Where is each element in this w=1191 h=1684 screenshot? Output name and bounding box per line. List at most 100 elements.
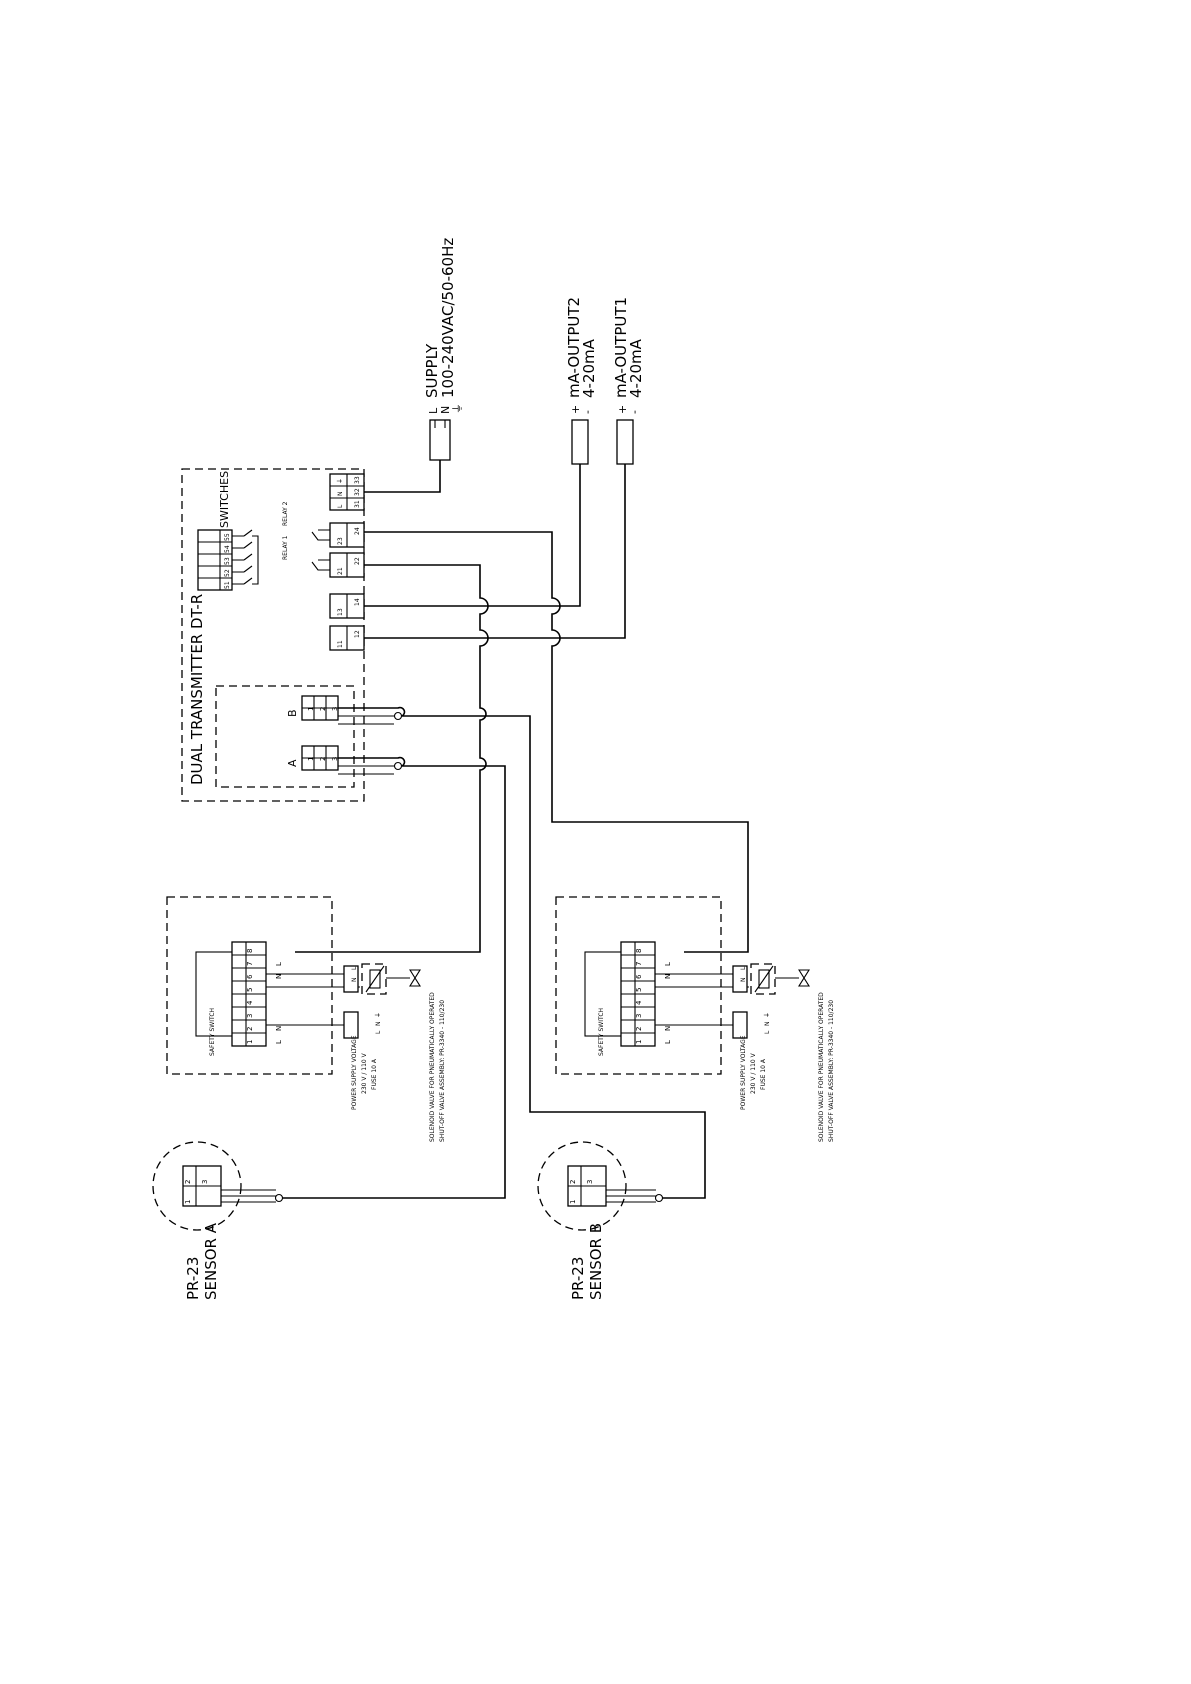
terminal-22: 22: [354, 557, 361, 565]
input-a-terminal-block: 1 2 3 A: [286, 745, 339, 771]
sensor-a-term-1: 1: [184, 1200, 192, 1204]
box-b-valve-term-earth: ⏚: [764, 1012, 771, 1018]
terminal-block-13-14: 13 14: [329, 593, 365, 619]
box-a-term-4: 4: [246, 1000, 254, 1005]
box-a-valve-in-n: N: [351, 978, 358, 983]
terminal-33: 33: [354, 476, 361, 484]
box-b-power-supply-fuse: FUSE 10 A: [760, 1058, 767, 1090]
box-a-solenoid-title: SOLENOID VALVE FOR PNEUMATICALLY OPERATE…: [429, 992, 436, 1142]
supply-cable-gland: [429, 419, 451, 461]
output1-range: 4-20mA: [627, 338, 645, 398]
output2-cable: + - mA-OUTPUT2 4-20mA: [364, 297, 598, 607]
box-b-label-n1: N: [664, 1026, 672, 1031]
sensor-a-model: PR-23: [184, 1257, 202, 1300]
supply-line-earth: ⏚: [451, 403, 464, 414]
relay-contacts: RELAY 1 RELAY 2: [282, 501, 330, 571]
input-a-term-1: 1: [307, 757, 315, 761]
supply-term-l: L: [337, 504, 344, 508]
box-b-valve-term-n: N: [764, 1022, 771, 1027]
dual-transmitter: DUAL TRANSMITTER DT-R 1 2 3 B 1 2 3 A: [181, 468, 365, 802]
terminal-32: 32: [354, 488, 361, 496]
supply-label: SUPPLY: [423, 343, 441, 398]
input-b-label: B: [286, 709, 299, 717]
box-b-label-n2: N: [664, 974, 672, 979]
sensor-b: 1 2 3 PR-23 SENSOR B: [537, 1141, 664, 1300]
switch-51: 51: [224, 581, 231, 589]
supply-spec: 100-240VAC/50-60Hz: [439, 238, 457, 398]
box-a-valve-in-l: L: [351, 966, 358, 970]
box-a-valve-icon: [409, 969, 421, 987]
box-b-solenoid-assembly: SHUT-OFF VALVE ASSEMBLY: PR-3340 - 110/2…: [828, 1000, 835, 1142]
control-box-a: 1 2 3 4 5 6 7 8 SAFETY SWITCH L N N L L …: [166, 896, 446, 1142]
input-b-term-2: 2: [319, 707, 327, 711]
terminal-13: 13: [337, 608, 344, 616]
box-b-term-7: 7: [635, 962, 643, 966]
terminal-11: 11: [337, 640, 344, 648]
input-a-term-3: 3: [331, 757, 339, 761]
relay2-contact: [311, 529, 330, 541]
sensor-b-term-3: 3: [586, 1180, 594, 1184]
sensor-a-term-3: 3: [201, 1180, 209, 1184]
sensor-b-cable-shield: [654, 1193, 664, 1203]
terminal-21: 21: [337, 567, 344, 575]
relay1-label: RELAY 1: [282, 535, 289, 560]
terminal-31: 31: [354, 500, 361, 508]
output2-cable-gland: [571, 419, 589, 465]
dip-switches: 51 52 53 54 55 SWITCHES: [197, 471, 259, 591]
relay2-label: RELAY 2: [282, 501, 289, 526]
box-a-valve-term-earth: ⏚: [375, 1012, 382, 1018]
sensor-b-name: SENSOR B: [587, 1223, 605, 1300]
box-a-label-n2: N: [275, 974, 283, 979]
box-b-valve-block: [732, 965, 748, 993]
box-a-term-6: 6: [246, 974, 254, 979]
terminal-block-11-12: 11 12: [329, 625, 365, 651]
sensor-b-term-1: 1: [569, 1200, 577, 1204]
relay1-to-box-a-wire: [295, 564, 489, 953]
supply-terminal-block: L N ⏚ 31 32 33: [329, 473, 365, 511]
box-a-term-5: 5: [246, 988, 254, 992]
box-a-label-l2: L: [275, 962, 283, 966]
box-b-supply-block: [732, 1011, 748, 1039]
terminal-23: 23: [337, 537, 344, 545]
box-a-label-n1: N: [275, 1026, 283, 1031]
output1-cable-gland: [616, 419, 634, 465]
output2-range: 4-20mA: [580, 338, 598, 398]
box-b-power-supply-title: POWER SUPPLY VOLTAGE: [740, 1035, 747, 1110]
box-b-label-l2: L: [664, 962, 672, 966]
box-a-supply-block: [343, 1011, 359, 1039]
sensor-b-outline: [537, 1141, 627, 1231]
box-b-solenoid-coil: [758, 969, 770, 989]
box-b-power-supply-voltage: 230 V / 110 V: [750, 1052, 757, 1094]
switch-54: 54: [224, 545, 231, 553]
sensor-b-term-2: 2: [569, 1180, 577, 1184]
sensor-input-group: [215, 685, 355, 788]
box-b-valve-icon: [798, 969, 810, 987]
box-b-term-5: 5: [635, 988, 643, 992]
sensor-a-name: SENSOR A: [202, 1222, 220, 1300]
interconnect-wires: [282, 531, 749, 1199]
box-a-term-7: 7: [246, 962, 254, 966]
box-b-term-4: 4: [635, 1000, 643, 1005]
sensor-a-cable-shield: [274, 1193, 284, 1203]
box-b-safety-switch: SAFETY SWITCH: [598, 1008, 605, 1056]
box-b-solenoid-title: SOLENOID VALVE FOR PNEUMATICALLY OPERATE…: [818, 992, 825, 1142]
box-a-term-8: 8: [246, 949, 254, 953]
box-a-power-supply-title: POWER SUPPLY VOLTAGE: [351, 1035, 358, 1110]
input-a-term-2: 2: [319, 757, 327, 761]
sensor-b-model: PR-23: [569, 1257, 587, 1300]
box-a-power-supply-fuse: FUSE 10 A: [371, 1058, 378, 1090]
box-a-valve-block: [343, 965, 359, 993]
box-a-solenoid-housing: [361, 963, 387, 995]
relay1-contact: [311, 559, 330, 571]
sensor-a-term-2: 2: [184, 1180, 192, 1184]
input-b-terminal-block: 1 2 3 B: [286, 695, 339, 721]
box-b-term-6: 6: [635, 974, 643, 979]
box-a-solenoid-assembly: SHUT-OFF VALVE ASSEMBLY: PR-3340 - 110/2…: [439, 1000, 446, 1142]
box-a-safety-switch: SAFETY SWITCH: [209, 1008, 216, 1056]
output2-plus: +: [569, 405, 582, 414]
supply-line-n: N: [439, 406, 452, 414]
output1-cable: + - mA-OUTPUT1 4-20mA: [364, 297, 645, 639]
terminal-block-23-24: 23 24: [329, 522, 365, 548]
switch-55: 55: [224, 533, 231, 541]
